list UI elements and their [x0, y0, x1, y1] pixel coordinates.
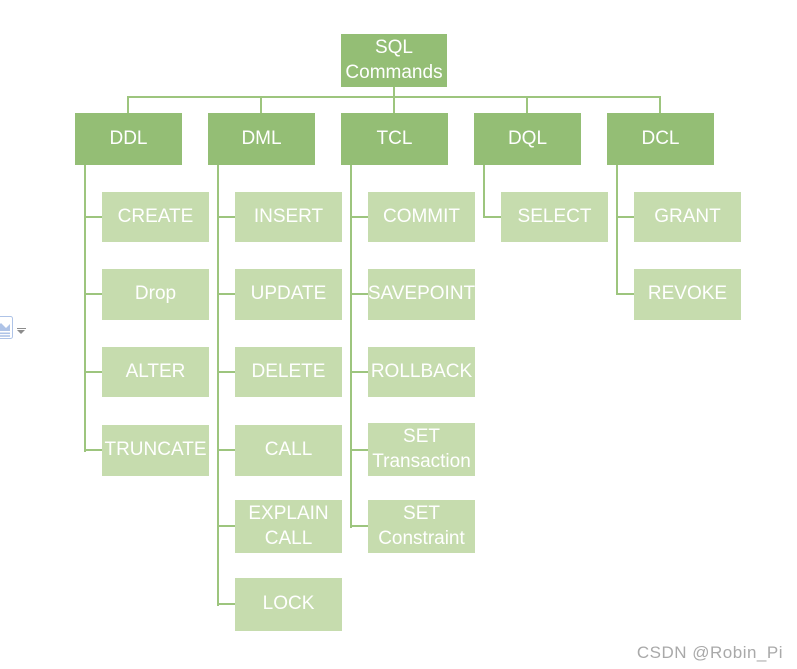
node-sql-commands[interactable]: SQL Commands [341, 34, 447, 87]
connector-ddl-spine [84, 165, 86, 452]
connector-stub-ddl [127, 96, 129, 113]
connector-elbow [618, 216, 634, 218]
connector-elbow [219, 293, 235, 295]
connector-stub-dcl [659, 96, 661, 113]
connector-tcl-spine [350, 165, 352, 528]
node-update[interactable]: UPDATE [235, 269, 342, 320]
node-insert[interactable]: INSERT [235, 192, 342, 242]
node-drop[interactable]: Drop [102, 269, 209, 320]
connector-elbow [219, 525, 235, 527]
chevron-down-icon[interactable] [16, 328, 26, 335]
node-call[interactable]: CALL [235, 425, 342, 476]
connector-elbow [86, 293, 102, 295]
node-explain-call[interactable]: EXPLAIN CALL [235, 500, 342, 553]
connector-elbow [86, 216, 102, 218]
node-create[interactable]: CREATE [102, 192, 209, 242]
node-ddl[interactable]: DDL [75, 113, 182, 165]
connector-elbow [352, 371, 368, 373]
connector-dml-spine [217, 165, 219, 606]
node-dml[interactable]: DML [208, 113, 315, 165]
node-lock[interactable]: LOCK [235, 578, 342, 631]
watermark-text: CSDN @Robin_Pi [636, 643, 783, 662]
node-dql[interactable]: DQL [474, 113, 581, 165]
connector-elbow [352, 525, 368, 527]
layout-options-icon[interactable] [0, 316, 13, 339]
node-rollback[interactable]: ROLLBACK [368, 347, 475, 397]
connector-elbow [86, 371, 102, 373]
connector-elbow [618, 293, 634, 295]
connector-elbow [86, 449, 102, 451]
connector-elbow [352, 449, 368, 451]
connector-elbow [219, 449, 235, 451]
node-grant[interactable]: GRANT [634, 192, 741, 242]
node-savepoint[interactable]: SAVEPOINT [368, 269, 475, 320]
node-set-constraint[interactable]: SET Constraint [368, 500, 475, 553]
node-alter[interactable]: ALTER [102, 347, 209, 397]
node-select[interactable]: SELECT [501, 192, 608, 242]
node-revoke[interactable]: REVOKE [634, 269, 741, 320]
connector-root-stub [393, 87, 395, 97]
connector-stub-tcl [393, 96, 395, 113]
connector-elbow [352, 216, 368, 218]
node-tcl[interactable]: TCL [341, 113, 448, 165]
node-set-transaction[interactable]: SET Transaction [368, 423, 475, 476]
connector-elbow [219, 371, 235, 373]
connector-elbow [219, 216, 235, 218]
node-delete[interactable]: DELETE [235, 347, 342, 397]
connector-stub-dml [260, 96, 262, 113]
node-truncate[interactable]: TRUNCATE [102, 425, 209, 476]
connector-elbow [352, 293, 368, 295]
connector-elbow [219, 603, 235, 605]
connector-dcl-spine [616, 165, 618, 295]
node-commit[interactable]: COMMIT [368, 192, 475, 242]
connector-dql-spine [483, 165, 485, 218]
connector-stub-dql [526, 96, 528, 113]
node-dcl[interactable]: DCL [607, 113, 714, 165]
connector-elbow [485, 216, 501, 218]
